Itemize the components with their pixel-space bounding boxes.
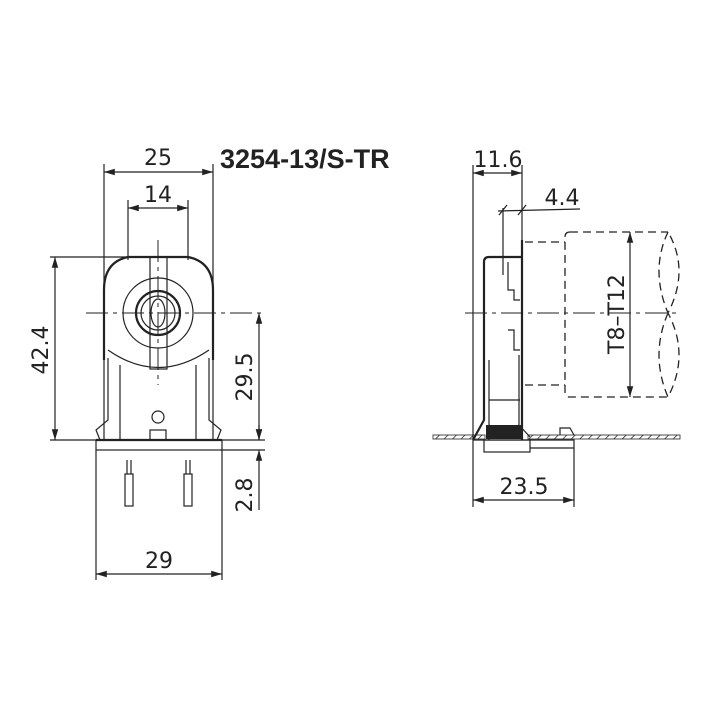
- dim-lamp: T8–T12: [605, 274, 630, 355]
- mounting-panel: [527, 434, 681, 440]
- base-plate: [95, 439, 223, 451]
- contact-block: [486, 425, 522, 439]
- lamp-outline: [525, 231, 680, 399]
- dim-height-total: 42.4: [29, 326, 54, 375]
- dim-center-height: 29.5: [233, 353, 258, 402]
- dim-width-inner: 14: [144, 183, 172, 208]
- socket-profile: [472, 255, 522, 441]
- front-view: 25 14 42.4 29.5 2.8 29: [29, 146, 265, 580]
- dim-width-outer: 25: [144, 146, 172, 171]
- lampholder-body: [102, 255, 215, 360]
- dim-base-width: 29: [145, 549, 173, 574]
- dim-offset: 4.4: [545, 186, 580, 211]
- dim-base-depth: 23.5: [500, 475, 549, 500]
- pin-left: [124, 473, 134, 507]
- pin-right: [183, 473, 193, 507]
- product-title: 3254-13/S-TR: [220, 144, 390, 174]
- dim-depth: 11.6: [474, 148, 523, 173]
- dim-base-thickness: 2.8: [233, 478, 258, 513]
- side-view: 11.6 4.4 T8–T12 23.5: [432, 148, 681, 507]
